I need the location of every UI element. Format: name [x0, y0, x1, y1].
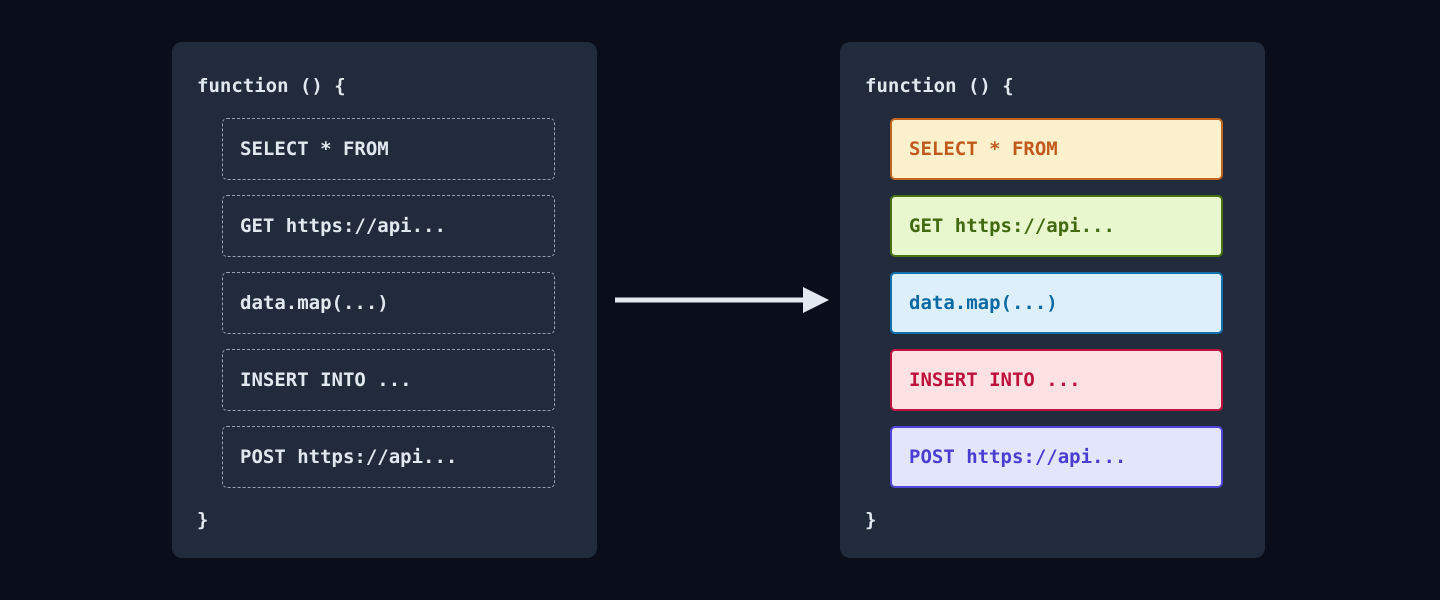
code-panel-after: function () { SELECT * FROM GET https://… [840, 42, 1265, 558]
code-block-get-after: GET https://api... [890, 195, 1223, 257]
code-block-label: INSERT INTO ... [240, 369, 412, 391]
code-block-insert-after: INSERT INTO ... [890, 349, 1223, 411]
function-open-line: function () { [865, 75, 1014, 97]
code-block-map-before: data.map(...) [222, 272, 555, 334]
code-block-get-before: GET https://api... [222, 195, 555, 257]
code-block-label: data.map(...) [240, 292, 389, 314]
code-block-select-before: SELECT * FROM [222, 118, 555, 180]
code-block-insert-before: INSERT INTO ... [222, 349, 555, 411]
function-close-line: } [197, 509, 209, 531]
code-block-label: GET https://api... [240, 215, 446, 237]
code-block-label: SELECT * FROM [909, 138, 1058, 160]
code-block-label: GET https://api... [909, 215, 1115, 237]
arrow-icon [615, 287, 829, 313]
code-panel-before: function () { SELECT * FROM GET https://… [172, 42, 597, 558]
code-block-label: INSERT INTO ... [909, 369, 1081, 391]
code-block-select-after: SELECT * FROM [890, 118, 1223, 180]
code-block-list-before: SELECT * FROM GET https://api... data.ma… [222, 118, 555, 488]
code-block-map-after: data.map(...) [890, 272, 1223, 334]
code-block-post-before: POST https://api... [222, 426, 555, 488]
code-block-label: SELECT * FROM [240, 138, 389, 160]
function-close-line: } [865, 509, 877, 531]
transform-arrow [613, 280, 831, 320]
function-open-line: function () { [197, 75, 346, 97]
code-block-label: data.map(...) [909, 292, 1058, 314]
code-block-post-after: POST https://api... [890, 426, 1223, 488]
code-block-label: POST https://api... [240, 446, 458, 468]
code-block-list-after: SELECT * FROM GET https://api... data.ma… [890, 118, 1223, 488]
code-block-label: POST https://api... [909, 446, 1127, 468]
